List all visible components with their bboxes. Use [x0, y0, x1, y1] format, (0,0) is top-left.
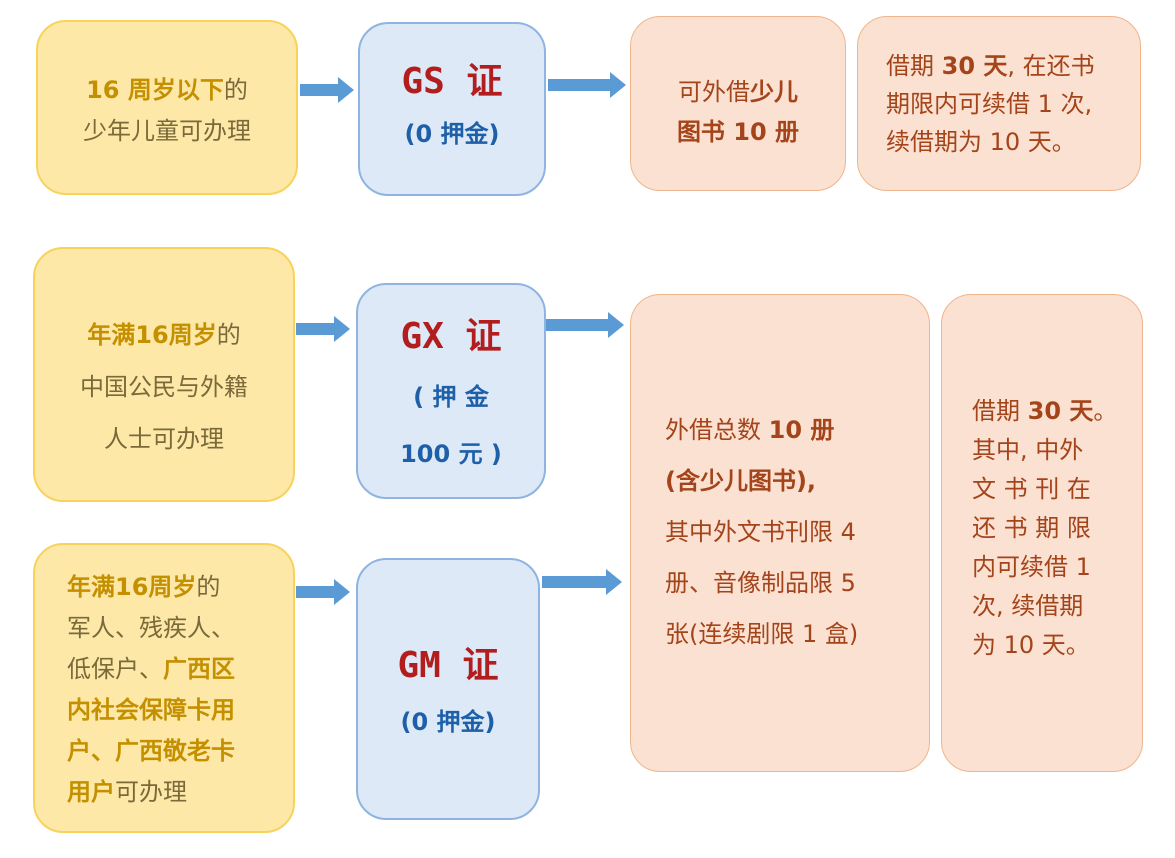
card-name-gx: GX 证: [400, 316, 502, 357]
card-box-gx: GX 证 ( 押 金 100 元 ): [356, 283, 546, 499]
deposit-gm: (0 押金): [400, 708, 496, 736]
card-box-gs: GS 证 (0 押金): [358, 22, 546, 196]
card-box-gm: GM 证 (0 押金): [356, 558, 540, 820]
arrow-right-icon: [296, 316, 350, 342]
borrow-limit-gs: 可外借少儿 图书 10 册: [630, 16, 846, 191]
deposit-gs: (0 押金): [404, 120, 500, 148]
eligibility-box-gx: 年满16周岁的 中国公民与外籍 人士可办理: [33, 247, 295, 502]
age-under-16: 16 周岁以下: [86, 76, 224, 104]
arrow-right-icon: [548, 72, 626, 98]
card-name-gs: GS 证: [401, 61, 503, 102]
arrow-right-icon: [546, 312, 624, 338]
eligibility-box-gm: 年满16周岁的 军人、残疾人、 低保户、广西区 内社会保障卡用 户、广西敬老卡 …: [33, 543, 295, 833]
borrow-limit-gx-gm: 外借总数 10 册 (含少儿图书), 其中外文书刊限 4 册、音像制品限 5 张…: [630, 294, 930, 772]
card-name-gm: GM 证: [397, 645, 499, 686]
eligibility-children: 少年儿童可办理: [83, 117, 251, 145]
loan-period-gx-gm: 借期 30 天。 其中, 中外 文 书 刊 在 还 书 期 限 内可续借 1 次…: [941, 294, 1143, 772]
arrow-right-icon: [296, 579, 350, 605]
arrow-right-icon: [300, 77, 354, 103]
loan-period-gs: 借期 30 天, 在还书 期限内可续借 1 次, 续借期为 10 天。: [857, 16, 1141, 191]
arrow-right-icon: [542, 569, 622, 595]
eligibility-box-gs: 16 周岁以下的 少年儿童可办理: [36, 20, 298, 195]
